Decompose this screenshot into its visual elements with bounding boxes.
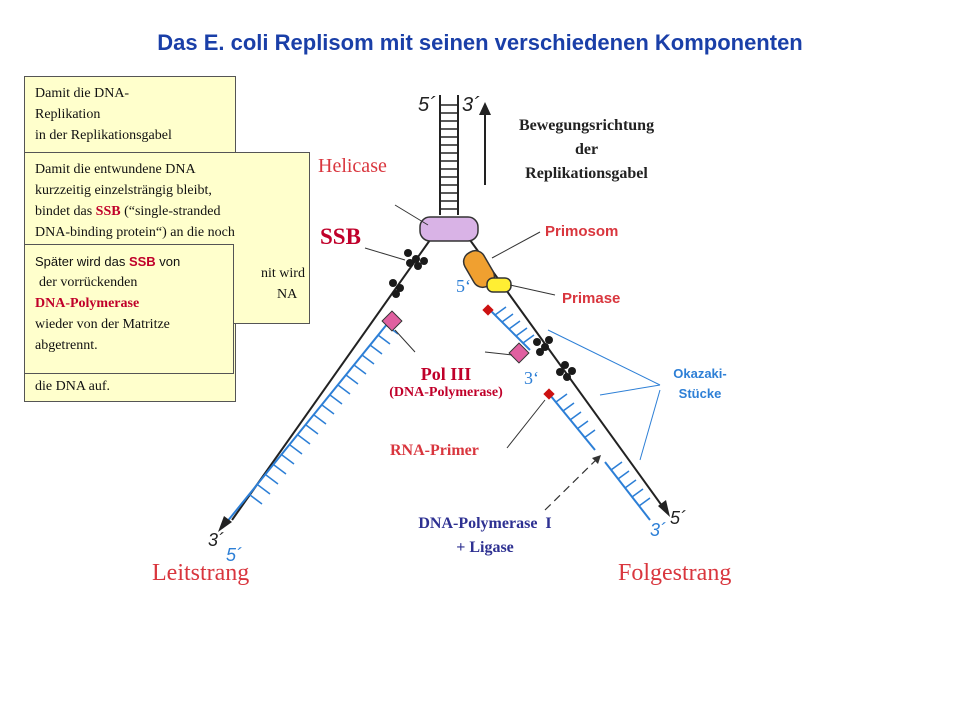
leading-five-prime-label: 5´ [226,545,243,565]
lagging-five-prime-label: 5´ [670,508,687,528]
lagging-arrowhead [658,500,670,517]
primase-shape [486,277,512,293]
pol3-label: Pol III (DNA-Polymerase) [389,364,503,400]
note-line: DNA-Polymerase [35,296,140,311]
ssb-highlight: SSB [128,254,156,269]
direction-arrowhead [479,102,491,115]
note-line: die DNA auf. [35,379,111,394]
okazaki-pointers [547,329,661,461]
pol3-right-shape [508,342,530,364]
rna-primer-1 [482,304,494,316]
note-line: Damit die entwundene DNA [35,162,196,177]
note-line: Replikation [35,107,101,122]
pol1-pointer-head [592,455,601,464]
note-line: DNA-binding protein“) an die noch [35,225,235,240]
ssb-molecules [389,249,576,381]
pol1-pointer [544,457,599,511]
ssb-label: SSB [320,224,361,249]
pol3-left-shape [381,310,403,332]
note-line: bindet das SSB (“single-stranded [35,204,221,219]
leading-arrowhead [218,516,232,532]
note-line: der vorrückenden [39,275,138,290]
top-strand-rungs [440,104,458,210]
helicase-label: Helicase [318,155,387,177]
folgestrang-label: Folgestrang [618,560,732,586]
okazaki-rungs [494,306,651,507]
three-prime-top-label: 3´ [462,94,480,116]
note-ssb-removal: Später wird das SSB von der vorrückenden… [24,244,234,374]
note-line: kurzzeitig einzelsträngig bleibt, [35,183,212,198]
five-prime-top-label: 5´ [418,94,436,116]
three-prime-mid-label: 3‘ [524,368,539,388]
pol1-label: DNA-Polymerase I + Ligase [418,515,552,556]
okazaki-label: Okazaki- Stücke [673,366,727,401]
leading-new-strand [221,317,393,529]
leading-three-prime-label: 3´ [208,530,225,550]
note-line: Später wird das SSB von [35,254,181,269]
five-prime-mid-label: 5‘ [456,276,471,296]
okazaki-fragments [489,309,651,521]
pointer-lines [364,204,556,449]
lagging-three-prime-label: 3´ [650,520,667,540]
ssb-highlight: SSB [95,204,121,219]
helicase-shape [419,216,479,242]
note-line: NA [277,287,298,302]
rna-primer-2 [543,388,555,400]
note-line: in der Replikationsgabel [35,128,172,143]
rna-primer-label: RNA-Primer [390,442,479,459]
leading-rungs [249,324,399,505]
note-line: wieder von der Matritze [35,317,170,332]
direction-label: Bewegungsrichtung der Replikationsgabel [518,117,655,182]
note-line: Damit die DNA- [35,86,130,101]
leitstrang-label: Leitstrang [152,560,250,586]
note-line: abgetrennt. [35,338,98,353]
primosom-label: Primosom [545,223,619,240]
primase-label: Primase [562,290,621,307]
note-line: nit wird [261,266,305,281]
page-title: Das E. coli Replisom mit seinen verschie… [157,30,803,55]
